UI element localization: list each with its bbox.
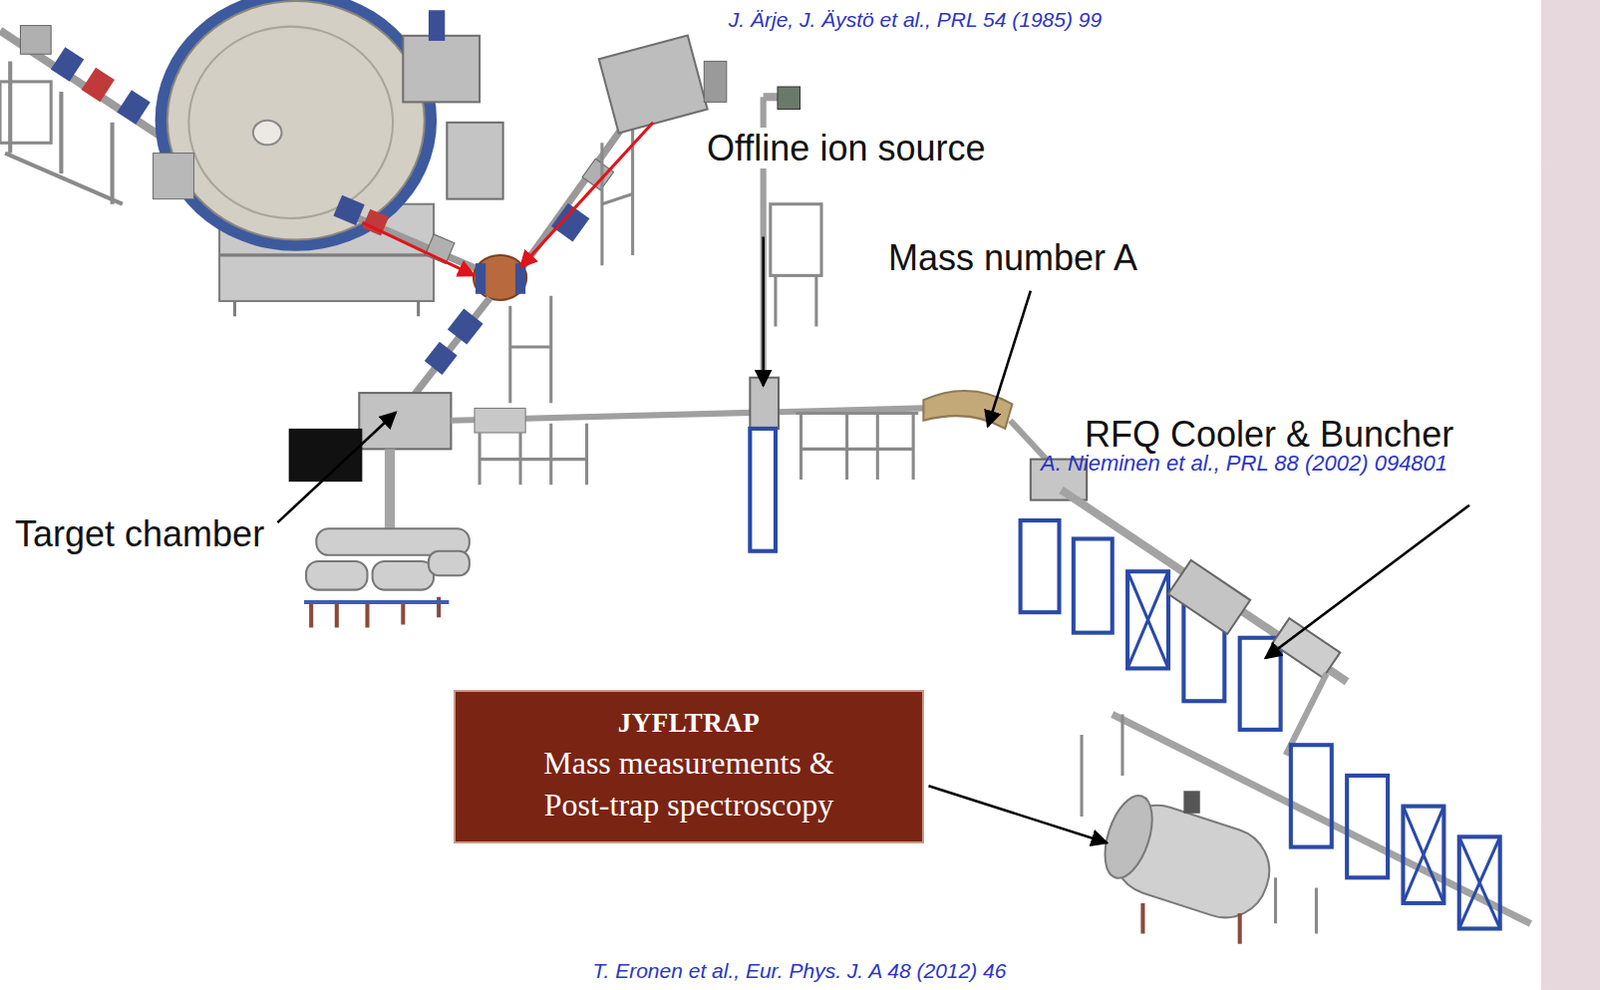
box-body: Mass measurements & Post-trap spectrosco… [509,742,869,826]
beamline-drawing [0,0,1531,945]
part-label: RFQ Cooler & Buncher [1081,413,1457,455]
cyclotron [153,0,504,317]
dipole-magnet [923,390,1012,429]
part-label: Offline ion source [703,127,989,169]
reference-citation: T. Eronen et al., Eur. Phys. J. A 48 (20… [593,959,1007,983]
box-heading: JYFLTRAP [477,705,901,741]
white-panel [0,0,1542,990]
leader-arrows [277,236,1470,843]
injection-line [0,25,179,205]
part-label: Mass number A [885,237,1141,279]
primary-beamline [332,34,726,403]
process-box: JYFLTRAPMass measurements & Post-trap sp… [453,689,925,844]
rfq-beamline [1009,420,1531,935]
reference-citation: A. Nieminen et al., PRL 88 (2002) 094801 [1040,450,1448,476]
reference-citation: J. Ärje, J. Äystö et al., PRL 54 (1985) … [728,7,1102,32]
separator-beamline [450,86,1012,552]
part-label: Target chamber [11,513,268,555]
penning-trap-magnet [1095,789,1280,945]
